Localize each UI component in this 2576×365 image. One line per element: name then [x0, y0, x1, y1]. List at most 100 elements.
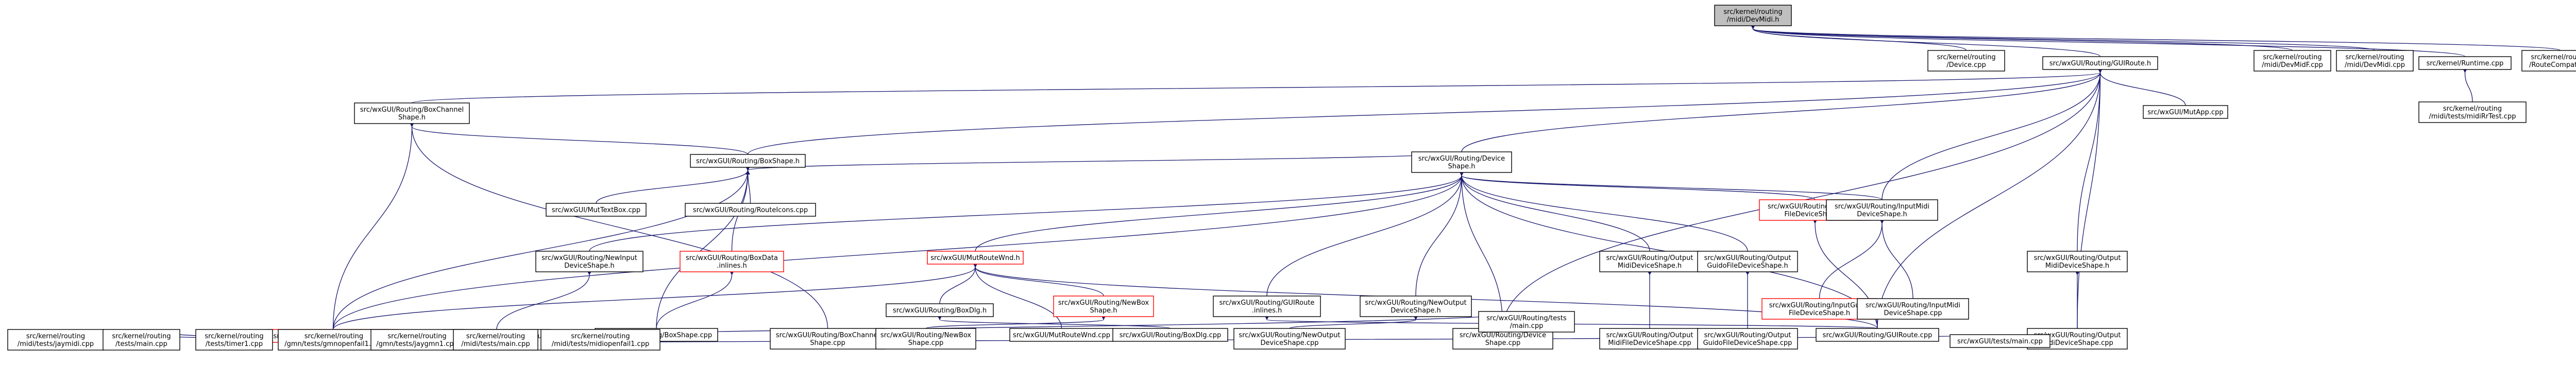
node-label-line: Shape.h: [398, 114, 426, 121]
node-label-line: src/kernel/routing: [466, 333, 525, 340]
node-boxdlg-cpp[interactable]: src/wxGUI/Routing/BoxDlg.cpp: [1112, 328, 1228, 342]
edge-boxshape_cpp-to-boxshape_h: [656, 166, 751, 329]
node-label-line: src/wxGUI/Routing/InputMidi: [1835, 203, 1929, 211]
node-routeicons-cpp[interactable]: src/wxGUI/Routing/RouteIcons.cpp: [685, 203, 816, 217]
node-box: [2027, 251, 2128, 272]
node-outmidi-h2[interactable]: src/wxGUI/Routing/OutputMidiDeviceShape.…: [2027, 251, 2128, 272]
node-dev-cpp[interactable]: src/kernel/routing/Device.cpp: [1927, 50, 2005, 72]
edge-debugroute_cpp-to-devshape_h: [332, 171, 1464, 330]
node-label-line: src/kernel/routing: [1723, 8, 1782, 16]
edge-guiroute_cpp-to-guiroute_h: [1877, 68, 2103, 329]
edge-outguido_h-to-devshape_h: [1459, 171, 1748, 252]
node-runtime-cpp[interactable]: src/kernel/Runtime.cpp: [2418, 56, 2512, 70]
node-outguido-cpp[interactable]: src/wxGUI/Routing/OutputGuidoFileDeviceS…: [1697, 328, 1798, 350]
node-routecompat-cpp[interactable]: src/kernel/routing/RouteCompat.cpp: [2521, 50, 2576, 72]
node-label-line: src/wxGUI/MutApp.cpp: [2147, 109, 2223, 116]
node-root[interactable]: src/kernel/routing/midi/DevMidi.h: [1714, 5, 1792, 26]
node-label-line: src/wxGUI/MutRouteWnd.h: [930, 254, 1020, 262]
node-box: [1927, 50, 2005, 72]
edge-mutroutewnd_cpp-to-mutroutewnd_h: [973, 263, 1062, 329]
node-label-line: DeviceShape.h: [1391, 307, 1441, 315]
node-box: [195, 329, 273, 351]
node-label-line: src/wxGUI/Routing/BoxDlg.cpp: [1120, 332, 1222, 339]
node-muttextbox-cpp[interactable]: src/wxGUI/MutTextBox.cpp: [546, 203, 647, 217]
node-box: [1697, 328, 1798, 350]
edge-mutroutewnd_h-to-devshape_h: [975, 171, 1464, 252]
node-outmidifile-cpp[interactable]: src/wxGUI/Routing/OutputMidiFileDeviceSh…: [1599, 328, 1700, 350]
node-guiroute-cpp[interactable]: src/wxGUI/Routing/GUIRoute.cpp: [1816, 328, 1939, 342]
node-midiopenfail1-cpp[interactable]: src/kernel/routing/midi/tests/midiopenfa…: [540, 329, 660, 351]
node-box: [1112, 328, 1228, 342]
node-box: [1826, 199, 1938, 221]
node-label-line: src/wxGUI/Routing/Output: [2034, 254, 2121, 262]
edge-mutapp_cpp-to-guiroute_h: [2097, 68, 2186, 106]
node-devmidi2-cpp[interactable]: src/kernel/routing/midi/DevMidi.cpp: [2336, 50, 2414, 72]
node-newoutput-cpp[interactable]: src/wxGUI/Routing/NewOutputDeviceShape.c…: [1233, 328, 1346, 350]
node-label-line: Shape.h: [1090, 307, 1117, 315]
node-label-line: /midi/DevMidi.h: [1727, 16, 1780, 24]
node-label-line: /midi/tests/jaymidi.cpp: [18, 340, 94, 348]
edge-debugroute_cpp-to-boxshape_h: [332, 166, 751, 330]
node-label-line: src/wxGUI/Routing/BoxData: [686, 254, 778, 262]
node-label-line: /RouteCompat.cpp: [2529, 61, 2576, 69]
node-box: [2042, 56, 2158, 70]
node-guiroute-inlines-h[interactable]: src/wxGUI/Routing/GUIRoute.inlines.h: [1213, 296, 1321, 317]
node-mutroutewnd-cpp[interactable]: src/wxGUI/MutRouteWnd.cpp: [1009, 328, 1114, 342]
node-label-line: src/wxGUI/MutRouteWnd.cpp: [1013, 332, 1110, 339]
node-label-line: /midi/DevMidi.cpp: [2345, 61, 2405, 69]
node-box: [1009, 328, 1114, 342]
node-mutapp-cpp[interactable]: src/wxGUI/MutApp.cpp: [2143, 105, 2228, 119]
node-boxdata-inlines-h[interactable]: src/wxGUI/Routing/BoxData.inlines.h: [680, 251, 784, 272]
node-label-line: /midi/tests/main.cpp: [461, 340, 530, 348]
node-outmidi-h[interactable]: src/wxGUI/Routing/OutputMidiDeviceShape.…: [1599, 251, 1700, 272]
node-miditests-main-cpp[interactable]: src/kernel/routing/midi/tests/main.cpp: [453, 329, 538, 351]
node-routingtests-main-cpp[interactable]: src/wxGUI/Routing/tests/main.cpp: [1478, 311, 1575, 333]
node-label-line: src/kernel/routing: [112, 333, 171, 340]
node-guitests-main-cpp[interactable]: src/wxGUI/tests/main.cpp: [1950, 334, 2050, 348]
node-devshape-h[interactable]: src/wxGUI/Routing/DeviceShape.h: [1411, 151, 1512, 173]
node-box: [1411, 151, 1512, 173]
edge-devshape_h-to-guiroute_h: [1461, 68, 2103, 152]
node-box: [453, 329, 538, 351]
node-box: [1233, 328, 1346, 350]
node-label-line: src/wxGUI/Routing/BoxShape.h: [696, 158, 800, 165]
node-label-line: src/wxGUI/Routing/Device: [1418, 155, 1505, 163]
node-label-line: src/wxGUI/Routing/NewOutput: [1365, 299, 1466, 307]
node-outguido-h[interactable]: src/wxGUI/Routing/OutputGuidoFileDeviceS…: [1697, 251, 1798, 272]
edge-inputmidi_h-to-guiroute_h: [1882, 68, 2103, 200]
node-mutroutewnd-h[interactable]: src/wxGUI/MutRouteWnd.h: [927, 251, 1024, 265]
node-label-line: /midi/DevMidF.cpp: [2262, 61, 2323, 69]
node-jaygmn1-cpp[interactable]: src/kernel/routing/gmn/tests/jaygmn1.cpp: [370, 329, 464, 351]
node-testsmain-cpp[interactable]: src/kernel/routing/tests/main.cpp: [103, 329, 180, 351]
node-boxdlg-h[interactable]: src/wxGUI/Routing/BoxDlg.h: [886, 303, 994, 317]
node-guiroute-h[interactable]: src/wxGUI/Routing/GUIRoute.h: [2042, 56, 2158, 70]
node-boxshape-h[interactable]: src/wxGUI/Routing/BoxShape.h: [690, 154, 806, 168]
node-jaymidi-cpp[interactable]: src/kernel/routing/midi/tests/jaymidi.cp…: [7, 329, 104, 351]
node-midimrtest-cpp[interactable]: src/kernel/routing/midi/tests/midiRrTest…: [2418, 101, 2527, 123]
node-label-line: Shape.cpp: [810, 339, 845, 347]
node-label-line: Shape.cpp: [908, 339, 944, 347]
node-box: [1697, 251, 1798, 272]
node-label-line: /main.cpp: [1510, 322, 1544, 330]
node-devmidi-cpp[interactable]: src/kernel/routing/midi/DevMidF.cpp: [2253, 50, 2331, 72]
node-label-line: src/wxGUI/Routing/Output: [1606, 254, 1693, 262]
node-box: [1714, 5, 1792, 26]
node-gmnopenfail1-cpp[interactable]: src/kernel/routing/gmn/tests/gmnopenfail…: [278, 329, 390, 351]
node-label-line: src/kernel/routing: [2345, 54, 2404, 61]
node-label-line: src/wxGUI/Routing/BoxDlg.h: [893, 307, 987, 315]
edge-routeicons_cpp-to-boxshape_h: [745, 166, 751, 204]
node-box: [546, 203, 647, 217]
node-timer1-cpp[interactable]: src/kernel/routing/tests/timer1.cpp: [195, 329, 273, 351]
node-label-line: /gmn/tests/jaygmn1.cpp: [376, 340, 458, 348]
node-label-line: src/wxGUI/Routing/NewInput: [541, 254, 637, 262]
node-box: [770, 328, 886, 350]
node-devshape-cpp[interactable]: src/wxGUI/Routing/DeviceShape.cpp: [1452, 328, 1553, 350]
node-inputmidi-cpp[interactable]: src/wxGUI/Routing/InputMidiDeviceShape.c…: [1857, 298, 1969, 320]
